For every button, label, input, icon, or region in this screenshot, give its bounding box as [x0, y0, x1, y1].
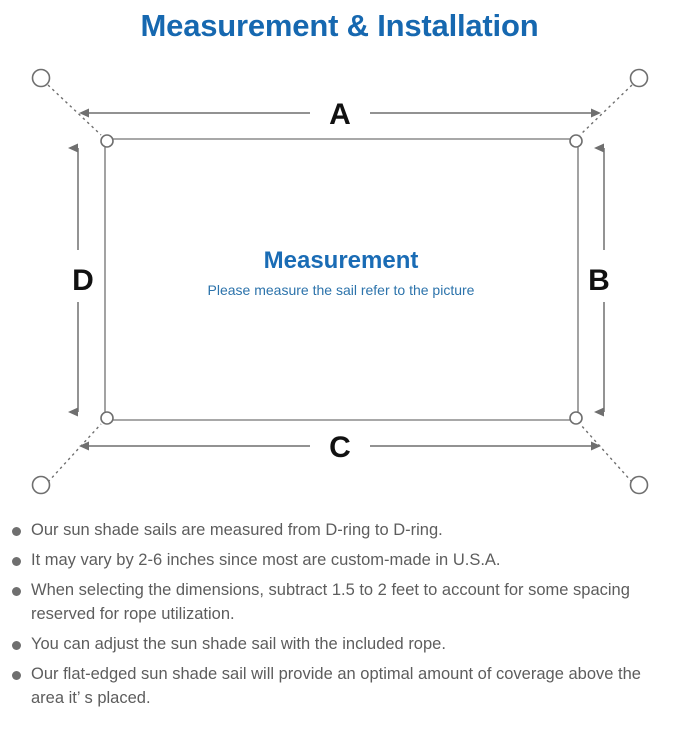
page-title: Measurement & Installation — [140, 8, 539, 43]
sail-outline — [104, 138, 579, 421]
bullet-icon — [12, 641, 21, 650]
notes-list: Our sun shade sails are measured from D-… — [0, 518, 679, 716]
anchor-point-bottom-left — [31, 475, 51, 495]
rope-top-left — [47, 84, 102, 136]
rope-top-right — [579, 84, 633, 136]
bullet-icon — [12, 587, 21, 596]
dimension-c-label: C — [329, 431, 351, 464]
anchor-point-top-left — [31, 68, 51, 88]
d-ring-bottom-left — [100, 411, 114, 425]
list-item-text: Our sun shade sails are measured from D-… — [31, 521, 443, 539]
d-ring-bottom-right — [569, 411, 583, 425]
rope-lines — [47, 84, 633, 483]
sail-label-main: Measurement — [264, 247, 419, 274]
list-item-text: You can adjust the sun shade sail with t… — [31, 635, 446, 653]
list-item: Our flat-edged sun shade sail will provi… — [0, 662, 679, 710]
bullet-icon — [12, 557, 21, 566]
list-item-text: It may vary by 2-6 inches since most are… — [31, 551, 501, 569]
sail-label-sub: Please measure the sail refer to the pic… — [208, 282, 475, 298]
list-item: You can adjust the sun shade sail with t… — [0, 632, 679, 656]
d-ring-top-left — [100, 134, 114, 148]
bullet-icon — [12, 671, 21, 680]
anchor-points — [31, 68, 649, 495]
d-rings — [100, 134, 583, 425]
list-item: When selecting the dimensions, subtract … — [0, 578, 679, 626]
dimension-a-label: A — [329, 98, 351, 131]
anchor-point-top-right — [629, 68, 649, 88]
d-ring-top-right — [569, 134, 583, 148]
sun-shade-sail-measurement-diagram: Measurement Please measure the sail refe… — [0, 52, 679, 512]
dimension-d-label: D — [72, 264, 94, 297]
bullet-icon — [12, 527, 21, 536]
list-item-text: When selecting the dimensions, subtract … — [31, 581, 630, 623]
list-item-text: Our flat-edged sun shade sail will provi… — [31, 665, 641, 707]
rope-bottom-right — [579, 423, 633, 483]
rope-bottom-left — [47, 423, 102, 483]
list-item: Our sun shade sails are measured from D-… — [0, 518, 679, 542]
dimension-b-label: B — [588, 264, 610, 297]
list-item: It may vary by 2-6 inches since most are… — [0, 548, 679, 572]
anchor-point-bottom-right — [629, 475, 649, 495]
